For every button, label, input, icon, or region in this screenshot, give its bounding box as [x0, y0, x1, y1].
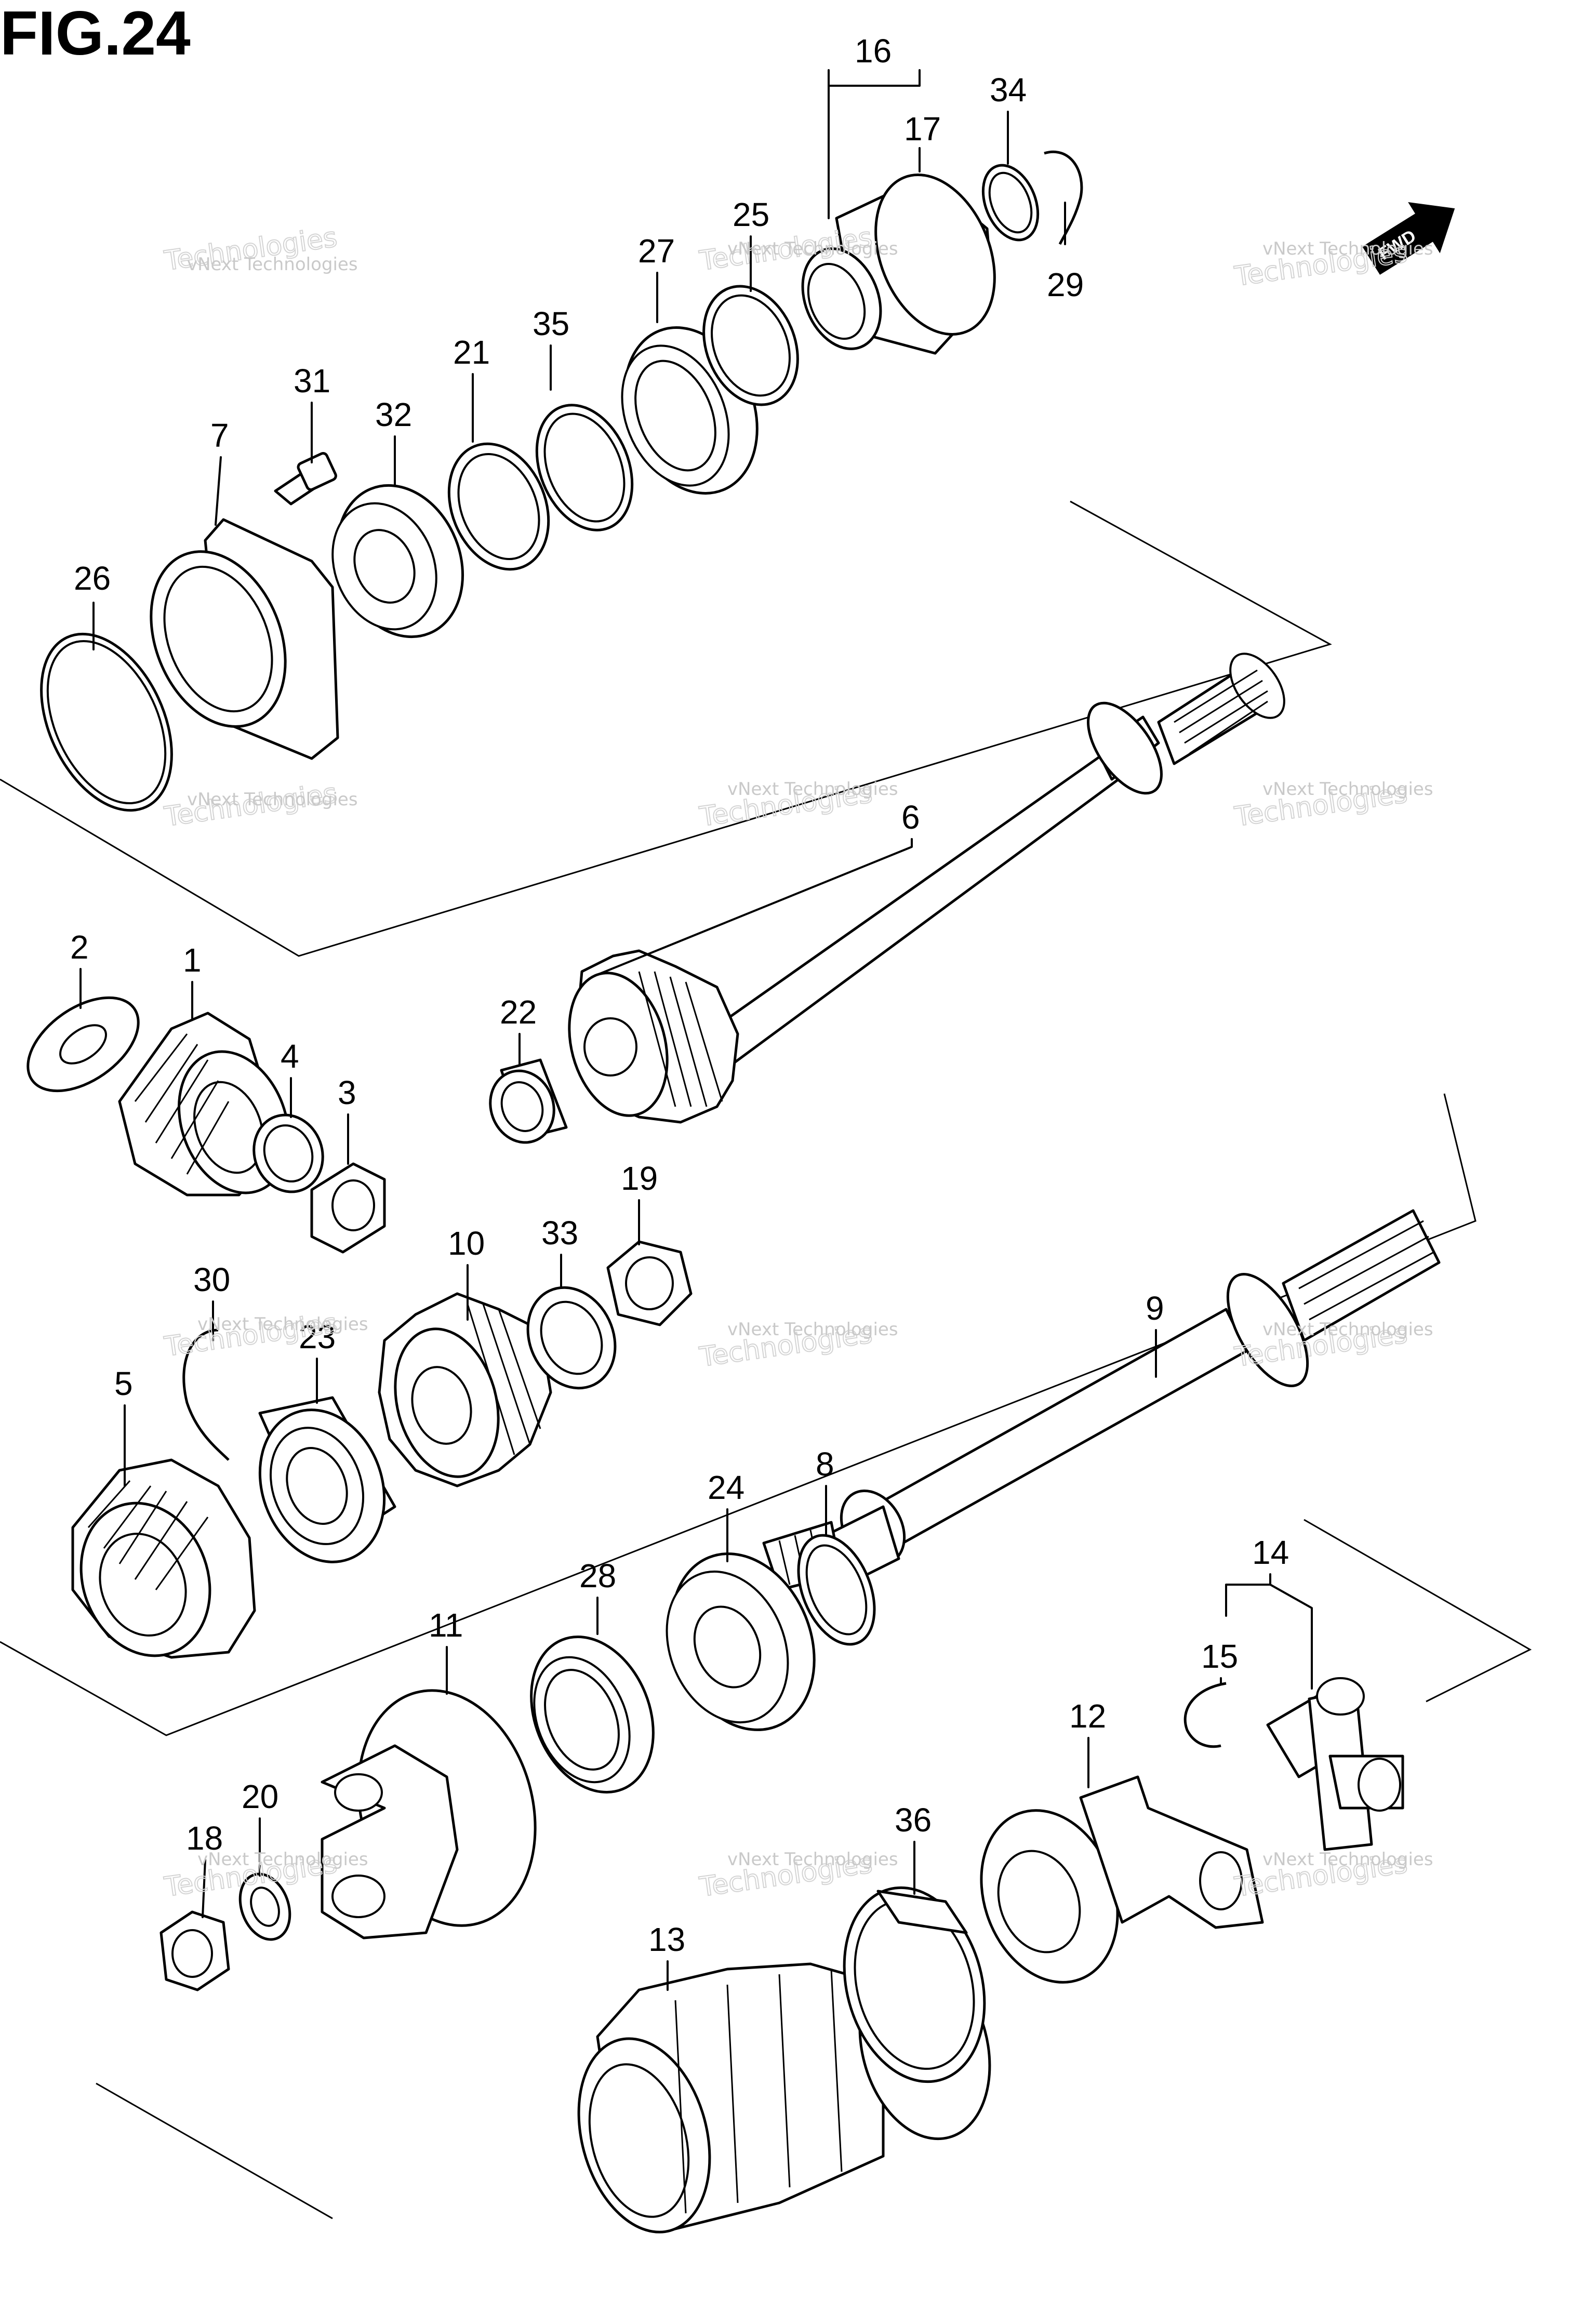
part-7-housing	[150, 518, 339, 760]
callout-2: 2	[70, 928, 89, 966]
part-3-nut	[310, 1162, 386, 1254]
part-6-gear	[568, 949, 739, 1124]
part-12-yoke	[980, 1775, 1264, 1984]
watermark-text: vNext Technologies	[197, 1849, 368, 1870]
part-18-nut	[159, 1910, 230, 1991]
part-13-boot	[577, 1954, 991, 2234]
callout-7: 7	[210, 417, 229, 454]
callout-14: 14	[1252, 1534, 1289, 1571]
part-34-ring-inner	[988, 171, 1033, 234]
watermark-text: vNext Technologies	[727, 1849, 898, 1870]
callout-26: 26	[74, 560, 111, 597]
part-32-bearing	[331, 484, 464, 639]
watermark-text: vNext Technologies	[1262, 779, 1433, 800]
part-15-clip	[1183, 1682, 1227, 1748]
watermark-text: vNext Technologies	[727, 779, 898, 800]
part-24-bearing	[666, 1552, 816, 1731]
callout-10: 10	[448, 1225, 485, 1262]
part-21-ring-inner	[457, 453, 540, 561]
callout-labels: 16 17 34 29 25 27 35 21 32 31 7 26 6 22 …	[70, 32, 1289, 1958]
part-8-ring-inner	[805, 1544, 868, 1636]
part-33-washer-inner	[540, 1300, 603, 1375]
group-outline-bottom	[96, 1519, 1532, 2220]
part-9-shaft	[762, 1209, 1441, 1591]
part-6-shaft	[689, 653, 1285, 1077]
callout-11: 11	[429, 1606, 463, 1644]
part-29-clip	[1044, 150, 1083, 245]
part-23-roller-bearing	[258, 1396, 396, 1563]
part-26-o-ring-inner	[46, 640, 167, 805]
watermark-text: vNext Technologies	[187, 789, 358, 810]
group-outline-top	[0, 500, 1332, 957]
part-20-washer-inner	[250, 1886, 280, 1927]
part-25-ring-inner	[711, 294, 791, 397]
callout-36: 36	[895, 1801, 932, 1839]
callout-25: 25	[733, 196, 769, 233]
part-4-washer-inner	[263, 1124, 314, 1182]
watermark-text: vNext Technologies	[1262, 238, 1433, 259]
part-19-nut	[606, 1240, 693, 1326]
callout-13: 13	[648, 1921, 685, 1958]
part-14-cross-joint	[1266, 1677, 1404, 1851]
watermark-text: vNext Technologies	[1262, 1849, 1433, 1870]
part-28-seal	[530, 1635, 655, 1794]
callout-32: 32	[375, 396, 412, 433]
watermark-text: vNext Technologies	[1262, 1319, 1433, 1340]
watermark-text: vNext Technologies	[187, 254, 358, 275]
part-36-clamp	[843, 1886, 986, 2083]
callout-21: 21	[453, 334, 490, 371]
part-5-bevel-gear	[71, 1458, 256, 1659]
part-30-clip	[182, 1328, 230, 1461]
callout-35: 35	[533, 305, 569, 342]
group-outline-middle	[0, 1093, 1477, 1736]
part-10-gear	[378, 1292, 552, 1487]
callout-28: 28	[579, 1557, 616, 1595]
callout-15: 15	[1201, 1638, 1238, 1675]
callout-24: 24	[708, 1469, 744, 1506]
part-2-washer-inner	[59, 1024, 107, 1065]
callout-3: 3	[338, 1074, 356, 1111]
part-22-bushing	[489, 1058, 568, 1144]
part-31-bolt	[274, 451, 337, 506]
callout-17: 17	[904, 110, 941, 148]
watermark-text: vNext Technologies	[197, 1314, 368, 1335]
callout-19: 19	[621, 1160, 658, 1197]
callout-29: 29	[1047, 266, 1084, 303]
watermarks: Technologies vNext Technologies Technolo…	[162, 221, 1433, 1904]
callout-20: 20	[242, 1778, 278, 1815]
callout-30: 30	[193, 1261, 230, 1298]
watermark-text: vNext Technologies	[727, 1319, 898, 1340]
part-35-snap-ring-inner	[543, 413, 626, 523]
callout-18: 18	[186, 1819, 223, 1857]
callout-8: 8	[816, 1445, 834, 1483]
callout-34: 34	[990, 71, 1027, 109]
callout-6: 6	[901, 799, 920, 836]
callout-33: 33	[541, 1214, 578, 1252]
leader-lines	[79, 69, 1313, 1991]
callout-27: 27	[638, 232, 675, 270]
watermark-text: vNext Technologies	[727, 238, 898, 259]
callout-22: 22	[500, 993, 537, 1031]
callout-12: 12	[1069, 1697, 1106, 1735]
callout-31: 31	[294, 362, 330, 400]
callout-23: 23	[299, 1318, 336, 1356]
part-11-yoke	[321, 1689, 537, 1939]
callout-9: 9	[1146, 1290, 1164, 1327]
figure-title: FIG.24	[0, 0, 191, 68]
callout-16: 16	[855, 32, 892, 70]
callout-5: 5	[114, 1365, 133, 1402]
part-17-sleeve	[801, 174, 996, 355]
callout-1: 1	[183, 941, 202, 979]
callout-4: 4	[281, 1038, 299, 1075]
